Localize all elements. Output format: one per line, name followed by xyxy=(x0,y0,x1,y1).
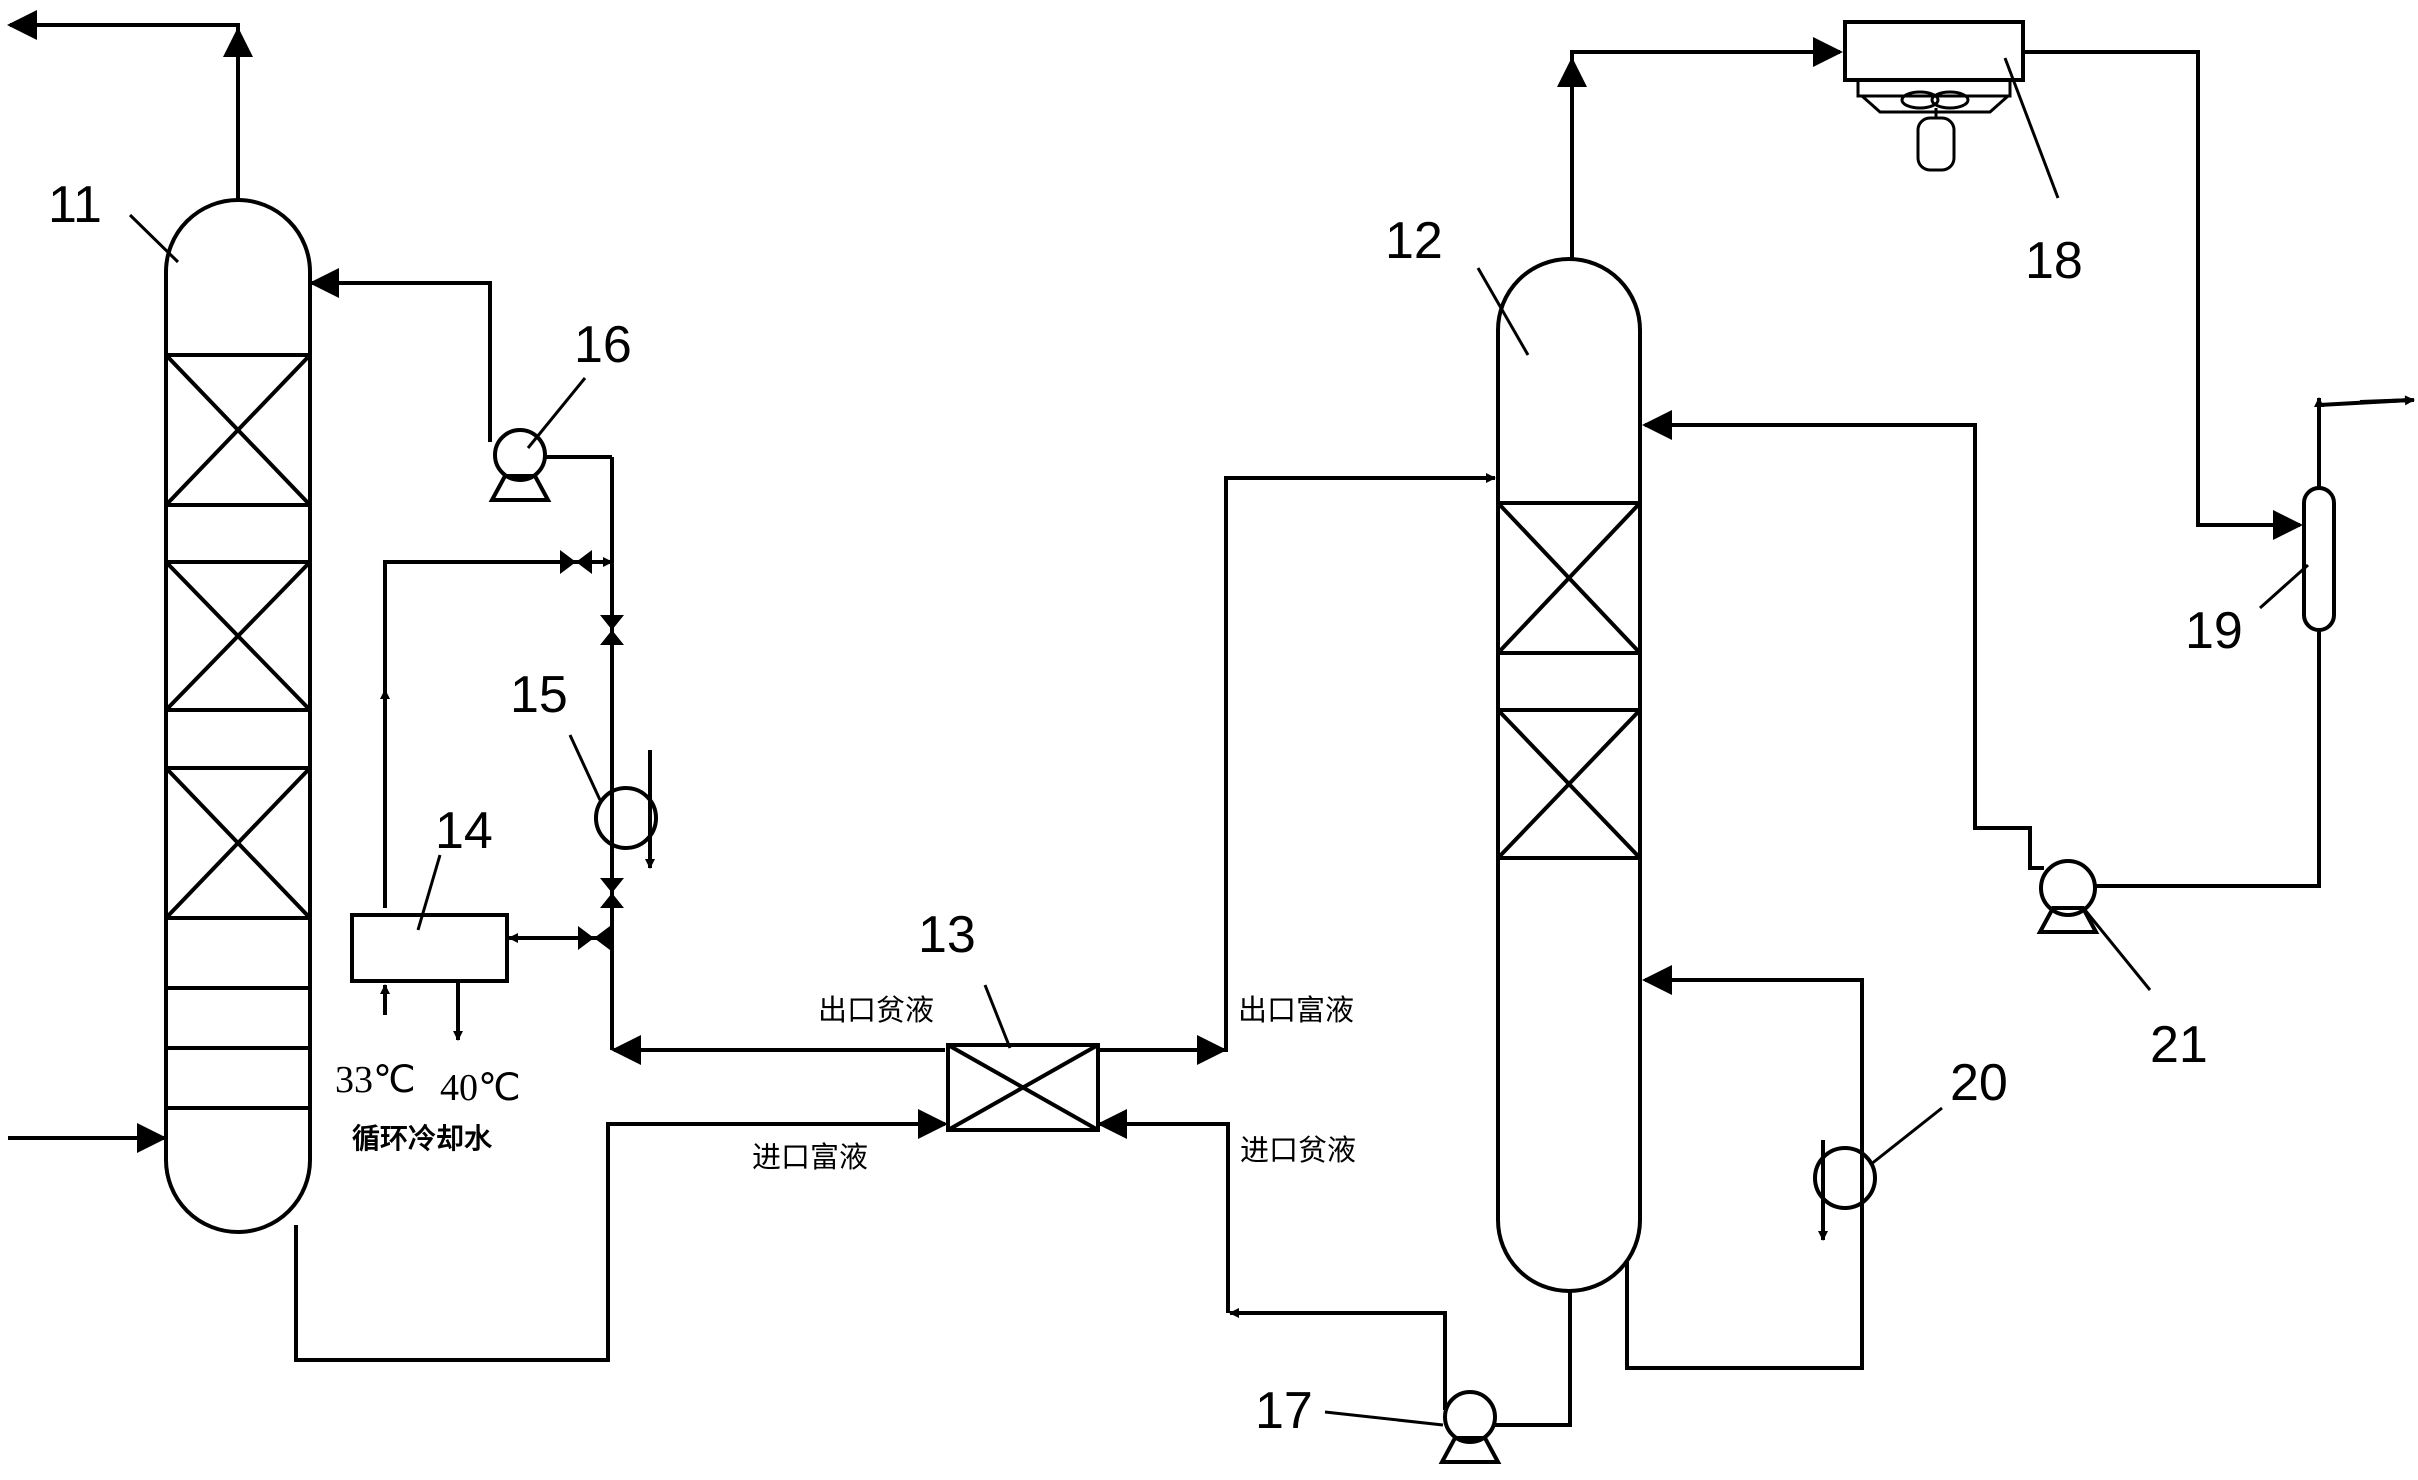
reflux-line xyxy=(1642,410,2044,870)
inlet-lean-label: 进口贫液 xyxy=(1240,1133,1356,1167)
overhead-line xyxy=(1570,37,1843,258)
separator-vent-line xyxy=(2317,398,2411,488)
pump21-number: 21 xyxy=(2150,1016,2208,1074)
temp-out: 40℃ xyxy=(440,1067,521,1109)
separator-bottom-line xyxy=(2096,630,2321,888)
cooling-water-label: 循环冷却水 xyxy=(352,1122,493,1155)
packing-bed xyxy=(164,353,312,507)
hx13-number: 13 xyxy=(918,906,976,964)
temp-in: 33℃ xyxy=(335,1059,416,1101)
condenser18-number: 18 xyxy=(2025,232,2083,290)
cooler14-number: 14 xyxy=(435,802,493,860)
packing-bed xyxy=(1496,708,1642,860)
valve-lower xyxy=(600,878,624,908)
stripper-bottom-line xyxy=(1495,1290,1572,1427)
stripper-leader xyxy=(1476,267,1530,356)
cooler-14 xyxy=(350,913,509,983)
heater15-leader xyxy=(568,734,602,801)
pump17-number: 17 xyxy=(1255,1382,1313,1440)
stripper-number: 12 xyxy=(1385,212,1443,270)
absorber-leader xyxy=(128,213,180,264)
packing-bed xyxy=(164,560,312,712)
absorber-vent-line xyxy=(6,9,240,200)
valve-upper xyxy=(600,615,624,645)
pump17-discharge-line xyxy=(1229,1308,1447,1410)
condenser-18 xyxy=(1843,20,2025,172)
condensate-line xyxy=(2025,50,2303,540)
rich-to-stripper-line xyxy=(1100,473,1496,1052)
lean-inlet-line xyxy=(1097,1109,1230,1313)
rich-liquid-line xyxy=(294,1109,948,1362)
packing-bed xyxy=(164,766,312,920)
reboiler20-number: 20 xyxy=(1950,1054,2008,1112)
absorber-number: 11 xyxy=(48,176,102,234)
pump-21 xyxy=(2036,859,2100,934)
valve-bypass xyxy=(560,550,592,574)
reboiler-20 xyxy=(1813,1140,1877,1241)
heater15-number: 15 xyxy=(510,666,568,724)
reboiler20-leader xyxy=(1869,1106,1943,1167)
absorber-column xyxy=(164,198,312,1234)
bypass-line xyxy=(383,557,613,908)
separator19-number: 19 xyxy=(2185,602,2243,660)
inlet-rich-label: 进口富液 xyxy=(752,1140,868,1174)
valve-cooler xyxy=(578,926,610,950)
pump-17 xyxy=(1438,1390,1502,1464)
heater-15 xyxy=(594,750,658,869)
separator19-leader xyxy=(2258,563,2310,610)
stripper-column xyxy=(1496,257,1642,1293)
heat-exchanger-13 xyxy=(946,1043,1100,1132)
packing-bed xyxy=(1496,501,1642,655)
separator-vent-out-arrow xyxy=(2359,395,2415,406)
hx13-leader xyxy=(983,984,1012,1049)
pump17-leader xyxy=(1324,1410,1444,1427)
condenser18-leader xyxy=(2003,57,2060,199)
outlet-lean-label: 出口贫液 xyxy=(818,993,934,1027)
tray-section xyxy=(166,986,310,1110)
outlet-rich-label: 出口富液 xyxy=(1238,993,1354,1027)
pump21-leader xyxy=(2083,909,2152,991)
separator-19 xyxy=(2302,486,2336,632)
reboiler-loop-line xyxy=(1625,965,1864,1370)
cooler14-leader xyxy=(416,854,442,931)
pump16-number: 16 xyxy=(574,316,632,374)
pump16-leader xyxy=(526,377,587,449)
lean-return-line xyxy=(309,268,492,442)
pump-16 xyxy=(488,428,612,502)
